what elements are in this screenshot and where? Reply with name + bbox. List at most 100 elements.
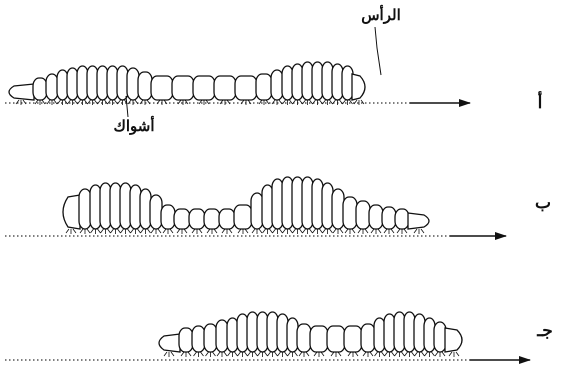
- stage-c-bristle: [206, 352, 216, 357]
- stage-c-bristle: [314, 352, 324, 357]
- stage-c-bristle: [348, 352, 358, 357]
- stage-c-segment: [297, 324, 311, 352]
- stage-a-bristle: [47, 100, 57, 105]
- stage-c-bristle: [258, 352, 268, 357]
- stage-b-bristle: [263, 229, 273, 234]
- stage-b-bristle: [192, 229, 202, 234]
- stage-c-bristle: [164, 352, 174, 357]
- stage-c-segment: [216, 320, 228, 352]
- stage-a-bristle: [323, 100, 333, 105]
- stage-a-segment: [352, 74, 365, 100]
- stage-b-segment: [395, 209, 409, 229]
- stage-b-bristle: [333, 229, 343, 234]
- stage-c-segment: [204, 324, 217, 352]
- stage-b-segment: [408, 213, 429, 229]
- stage-c-bristle: [299, 352, 309, 357]
- stage-b-segment: [332, 189, 344, 229]
- stage-a: أ: [5, 62, 543, 113]
- stage-c-segment: [192, 326, 205, 352]
- stage-b-bristle: [303, 229, 313, 234]
- stage-b-segment: [161, 205, 175, 229]
- spines-label: أشواك: [113, 115, 154, 135]
- stage-b-segment: [79, 189, 91, 229]
- stage-a-bristle: [333, 100, 343, 105]
- stage-b-bristles: [66, 229, 424, 234]
- stage-c-bristle: [181, 352, 191, 357]
- head-label: الرأس: [361, 4, 401, 24]
- stage-a-bristle: [108, 100, 118, 105]
- stage-b-bristle: [66, 229, 76, 234]
- stage-c-bristle: [228, 352, 238, 357]
- stage-b-bristle: [80, 229, 90, 234]
- stage-b-bristle: [163, 229, 173, 234]
- stage-c-segments: [159, 312, 462, 352]
- stage-b-bristle: [141, 229, 151, 234]
- spines-leader-line: [126, 96, 128, 117]
- stage-a-segment: [193, 76, 215, 100]
- stage-a-bristle: [343, 100, 353, 105]
- stage-a-bristle: [88, 100, 98, 105]
- stage-c-bristle: [449, 352, 459, 357]
- stage-a-segments: [9, 62, 365, 100]
- stage-b-bristle: [283, 229, 293, 234]
- stage-a-bristle: [303, 100, 313, 105]
- stage-c-segment: [344, 326, 362, 352]
- stage-a-segment: [138, 72, 152, 100]
- stage-a-bristle: [283, 100, 293, 105]
- stage-c-worm: [159, 312, 462, 357]
- stage-c-bristle: [331, 352, 341, 357]
- stage-c-bristle: [415, 352, 425, 357]
- stage-c-segment: [327, 326, 345, 352]
- stage-b-segment: [234, 205, 252, 229]
- stage-b-bristle: [397, 229, 407, 234]
- stage-a-bristle: [16, 100, 26, 105]
- stage-b-segment: [343, 197, 357, 229]
- stage-a-segment: [9, 84, 34, 100]
- stage-b-bristle: [414, 229, 424, 234]
- stage-b-bristle: [323, 229, 333, 234]
- stage-b-segment: [174, 209, 190, 229]
- stage-a-bristle: [98, 100, 108, 105]
- stage-a-bristle: [293, 100, 303, 105]
- stage-b-bristle: [273, 229, 283, 234]
- stage-b-bristle: [293, 229, 303, 234]
- stage-a-segment: [214, 76, 236, 100]
- stage-c-bristle: [194, 352, 204, 357]
- stage-b-segment: [382, 207, 396, 229]
- stage-b-segment: [204, 209, 220, 229]
- stage-a-bristle: [241, 100, 251, 105]
- stage-b-bristle: [151, 229, 161, 234]
- stage-a-segment: [235, 76, 257, 100]
- stage-b-segments: [63, 177, 429, 229]
- stage-a-bristle: [178, 100, 188, 105]
- head-callout: الرأس: [361, 4, 401, 75]
- stage-b-segment: [356, 201, 370, 229]
- stage-b: ب: [5, 177, 551, 236]
- stage-a-bristle: [259, 100, 269, 105]
- stage-b-bristle: [358, 229, 368, 234]
- stage-c-bristle: [385, 352, 395, 357]
- stage-a-segment: [271, 70, 283, 100]
- stage-a-segment: [46, 74, 58, 100]
- stage-b-bristle: [238, 229, 248, 234]
- stage-b-segment: [150, 195, 162, 229]
- stage-b-bristle: [131, 229, 141, 234]
- stage-c-bristle: [278, 352, 288, 357]
- stage-c-segment: [361, 324, 375, 352]
- stage-a-bristle: [78, 100, 88, 105]
- stage-b-segment: [189, 209, 205, 229]
- stage-b-label: ب: [535, 193, 551, 213]
- stage-a-bristle: [272, 100, 282, 105]
- stage-b-bristle: [313, 229, 323, 234]
- stage-b-segment: [251, 193, 263, 229]
- stage-c-segment: [179, 328, 193, 352]
- stage-a-bristle: [68, 100, 78, 105]
- stage-a-bristle: [354, 100, 364, 105]
- stage-c-bristle: [425, 352, 435, 357]
- stage-c-bristle: [248, 352, 258, 357]
- stage-a-segment: [172, 76, 194, 100]
- head-leader-line: [375, 27, 381, 75]
- stage-b-bristle: [252, 229, 262, 234]
- stage-a-segment: [256, 74, 272, 100]
- stage-b-bristle: [222, 229, 232, 234]
